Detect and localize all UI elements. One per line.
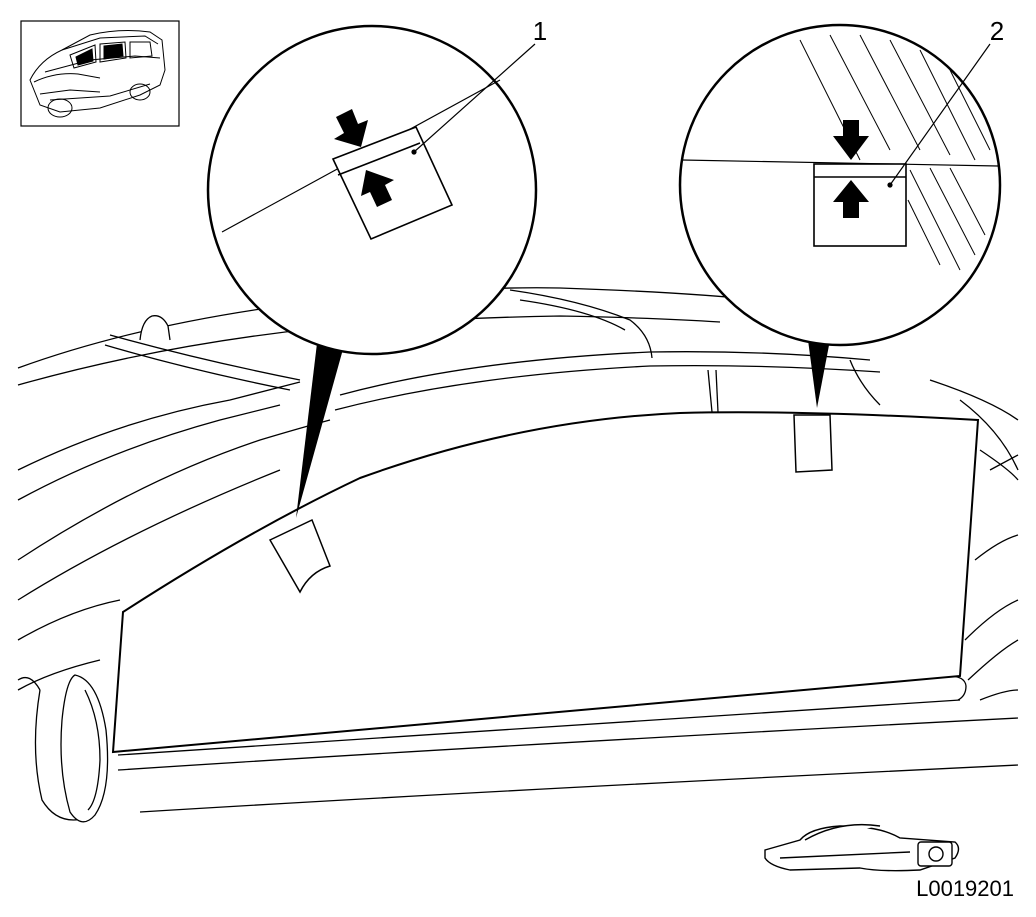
up-arrow-icon [361, 170, 394, 207]
callout-leader-2 [887, 43, 991, 188]
door-handle [764, 823, 960, 872]
adhesive-tape-strip-rear [793, 414, 833, 473]
detail-magnifier-2 [678, 23, 1002, 347]
callout-leader-1 [411, 43, 536, 155]
door-window-glass [111, 411, 980, 754]
adhesive-tape-strip-front [268, 518, 331, 594]
down-arrow-icon [833, 120, 869, 160]
vehicle-body-outline [17, 287, 1019, 823]
callout-pointer-2 [808, 340, 830, 408]
down-arrow-icon [334, 109, 368, 147]
car-location-thumbnail-icon [20, 20, 180, 127]
up-arrow-icon [833, 180, 869, 218]
callout-pointer-1 [296, 335, 345, 518]
detail-magnifier-1 [206, 24, 538, 356]
callout-number-1: 1 [533, 16, 547, 46]
figure-reference-code: L0019201 [916, 876, 1014, 901]
callout-number-2: 2 [990, 16, 1004, 46]
